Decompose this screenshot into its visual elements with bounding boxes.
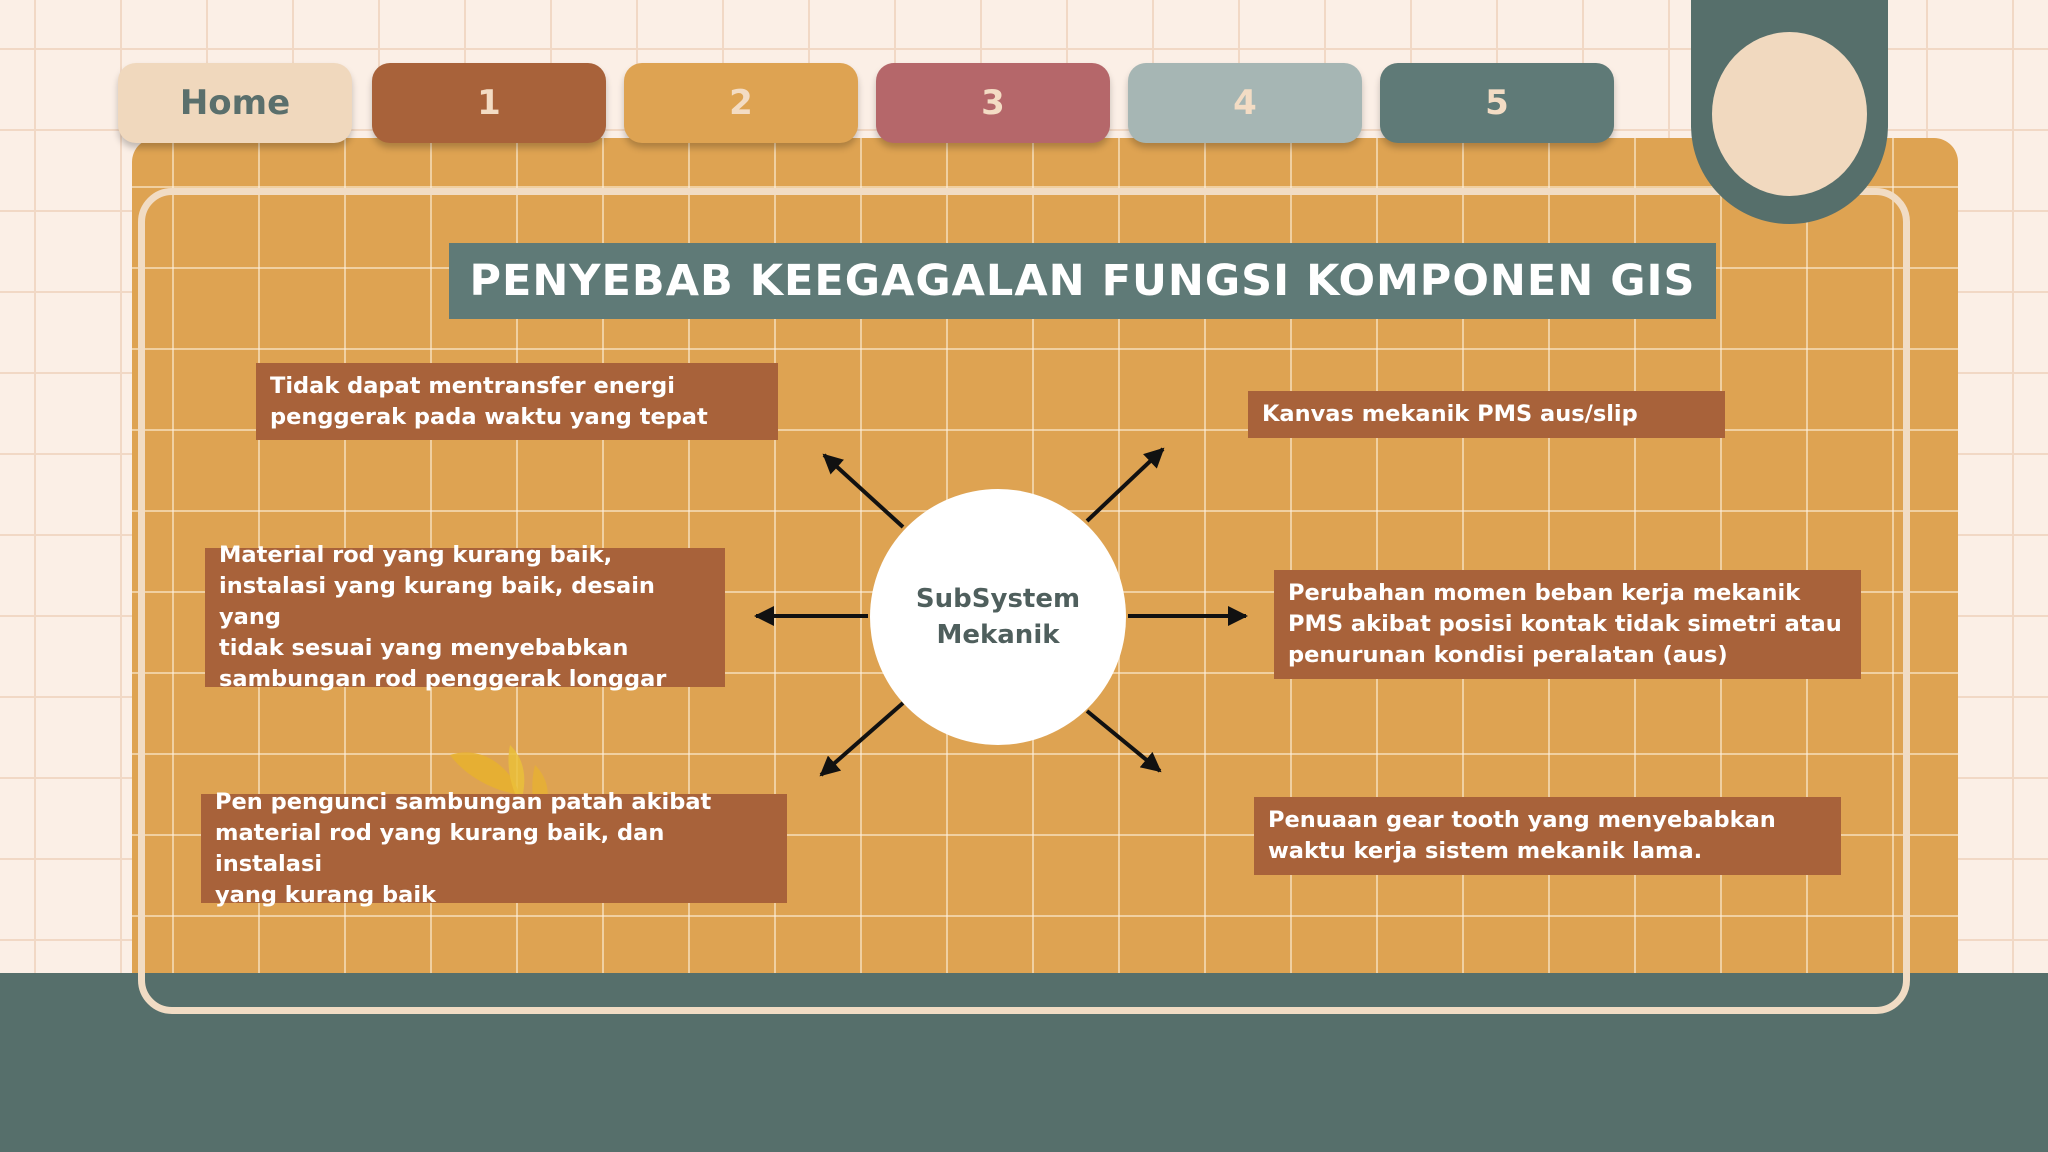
arrow-icon <box>1085 709 1162 773</box>
cause-box: Tidak dapat mentransfer energi penggerak… <box>256 363 778 440</box>
arrow-icon <box>822 453 905 529</box>
bottom-band <box>0 973 2048 1152</box>
nav-tab-3[interactable]: 3 <box>876 63 1110 143</box>
hanger-circle <box>1712 32 1867 196</box>
cause-box: Material rod yang kurang baik, instalasi… <box>205 542 725 692</box>
nav-home-button[interactable]: Home <box>118 63 352 143</box>
arrow-icon <box>1085 447 1165 523</box>
panel-frame <box>138 188 1910 1014</box>
cause-box: Perubahan momen beban kerja mekanik PMS … <box>1274 570 1861 679</box>
arrow-icon <box>819 701 905 777</box>
nav-tab-1[interactable]: 1 <box>372 63 606 143</box>
hub-circle: SubSystem Mekanik <box>870 489 1126 745</box>
page-title: PENYEBAB KEEGAGALAN FUNGSI KOMPONEN GIS <box>449 243 1716 319</box>
cause-box: Penuaan gear tooth yang menyebabkan wakt… <box>1254 797 1841 875</box>
cause-box: Kanvas mekanik PMS aus/slip <box>1248 391 1725 438</box>
nav-tab-5[interactable]: 5 <box>1380 63 1614 143</box>
cause-box: Pen pengunci sambungan patah akibat mate… <box>201 789 787 908</box>
nav-tab-2[interactable]: 2 <box>624 63 858 143</box>
nav-tab-4[interactable]: 4 <box>1128 63 1362 143</box>
